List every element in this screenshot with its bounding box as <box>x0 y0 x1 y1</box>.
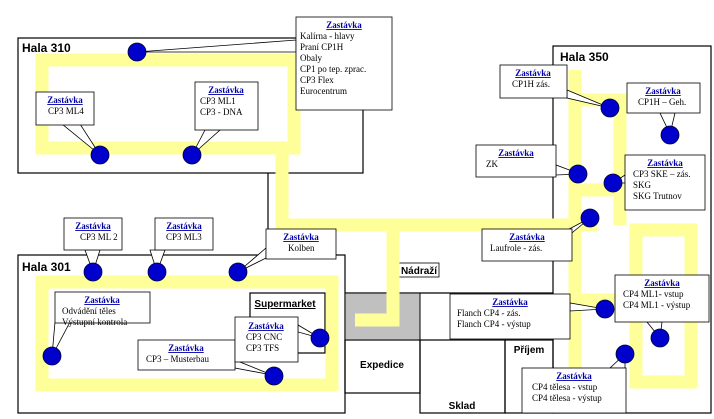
stop-15-line-1: CP4 ML1 - výstup <box>623 300 691 310</box>
route-connector-down <box>355 225 400 327</box>
stop-15-title: Zastávka <box>644 278 680 288</box>
stop-marker[interactable] <box>660 125 680 145</box>
callout-box-2 <box>194 81 259 131</box>
stop-6-line-0: CP3 SKE – zás. <box>633 169 691 179</box>
stop-10-title: Zastávka <box>509 232 545 242</box>
stop-5-line-0: ZK <box>486 159 498 169</box>
stop-marker[interactable] <box>595 299 615 319</box>
callout-box-11 <box>54 291 151 324</box>
stop-2-line-1: CP3 - DNA <box>200 107 243 117</box>
stop-marker[interactable] <box>650 328 670 348</box>
stop-marker[interactable] <box>310 328 330 348</box>
callout-box-15 <box>614 274 710 323</box>
stop-12-title: Zastávka <box>168 343 204 353</box>
stop-16-line-0: CP4 tělesa - vstup <box>532 382 598 392</box>
callout-box-10 <box>481 228 573 262</box>
stop-marker[interactable] <box>182 145 202 165</box>
stop-13-line-1: CP3 TFS <box>246 343 279 353</box>
callout-box-6 <box>624 154 706 211</box>
stop-15-line-0: CP4 ML1- vstup <box>623 289 684 299</box>
stop-markers <box>42 42 680 386</box>
callout-pointers <box>51 39 676 376</box>
callout-box-4 <box>626 82 701 114</box>
callout-box-0 <box>295 16 393 111</box>
stop-6-title: Zastávka <box>647 158 683 168</box>
stop-marker[interactable] <box>228 262 248 282</box>
hall-310-title: Hala 310 <box>22 41 71 55</box>
stop-0-line-3: CP1 po tep. zprac. <box>300 64 366 74</box>
callout-box-1 <box>35 91 95 126</box>
stop-marker[interactable] <box>42 346 62 366</box>
stop-13-line-0: CP3 CNC <box>246 332 282 342</box>
callout-box-14 <box>449 293 571 340</box>
stop-marker[interactable] <box>147 262 167 282</box>
callout-box-3 <box>499 64 568 99</box>
stop-11-line-0: Odvádění těles <box>62 306 116 316</box>
stop-marker[interactable] <box>580 208 600 228</box>
callout-box-13 <box>234 316 299 363</box>
nadrazi-label: Nádraží <box>401 266 438 277</box>
callout-box-12 <box>137 339 236 371</box>
callout-box-16 <box>521 367 627 414</box>
stop-9-title: Zastávka <box>283 232 319 242</box>
route-connector-main <box>275 148 597 232</box>
stop-8-line-0: CP3 ML3 <box>166 232 202 242</box>
stop-4-line-0: CP1H – Geh. <box>638 97 686 107</box>
stop-marker[interactable] <box>603 173 623 193</box>
callout-boxes <box>35 16 710 414</box>
stop-0-title: Zastávka <box>326 20 362 30</box>
stop-12-line-0: CP3 – Musterbau <box>146 354 210 364</box>
stop-marker[interactable] <box>127 42 147 62</box>
stop-3-title: Zastávka <box>515 68 551 78</box>
stop-marker[interactable] <box>600 98 620 118</box>
stop-16-title: Zastávka <box>556 371 592 381</box>
stop-2-title: Zastávka <box>208 85 244 95</box>
stop-6-line-1: SKG <box>633 180 652 190</box>
stop-11-title: Zastávka <box>84 295 120 305</box>
stop-11-line-1: Výstupní kontrola <box>62 317 127 327</box>
prijem-label: Příjem <box>514 345 545 356</box>
stop-9-line-0: Kolben <box>288 243 315 253</box>
stop-marker[interactable] <box>90 145 110 165</box>
stop-1-line-0: CP3 ML4 <box>48 106 84 116</box>
stop-5-title: Zastávka <box>498 148 534 158</box>
stop-marker[interactable] <box>83 262 103 282</box>
stop-0-line-0: Kalírna - hlavy <box>300 31 355 41</box>
stop-14-line-1: Flanch CP4 - výstup <box>457 319 531 329</box>
callout-box-5 <box>475 144 557 178</box>
stop-0-line-5: Eurocentrum <box>300 86 347 96</box>
hall-350-title: Hala 350 <box>560 50 609 64</box>
stop-0-line-2: Obaly <box>300 53 322 63</box>
stop-0-line-1: Praní CP1H <box>300 42 344 52</box>
stop-8-title: Zastávka <box>166 221 202 231</box>
stop-1-title: Zastávka <box>47 95 83 105</box>
stop-16-line-1: CP4 tělesa - výstup <box>532 393 602 403</box>
stop-marker[interactable] <box>568 164 588 184</box>
stop-7-line-0: CP3 ML 2 <box>80 232 118 242</box>
stop-7-title: Zastávka <box>75 221 111 231</box>
stop-13-title: Zastávka <box>248 321 284 331</box>
stop-marker[interactable] <box>264 366 284 386</box>
callout-box-8 <box>154 217 214 251</box>
stop-2-line-0: CP3 ML1 <box>200 96 236 106</box>
callout-box-9 <box>265 228 337 260</box>
supermarket-label: Supermarket <box>254 299 316 310</box>
stop-3-line-0: CP1H zás. <box>512 79 550 89</box>
stop-10-line-0: Laufrole - zás. <box>490 243 542 253</box>
expedice-label: Expedice <box>360 360 404 371</box>
sklad-label: Sklad <box>449 401 476 412</box>
stop-4-title: Zastávka <box>645 86 681 96</box>
stop-14-title: Zastávka <box>492 297 528 307</box>
stop-0-line-4: CP3 Flex <box>300 75 334 85</box>
pointer-stop-0 <box>136 39 297 53</box>
route-hall-301-loop <box>35 275 339 392</box>
route-hall-350-upper <box>575 93 627 225</box>
stop-6-line-2: SKG Trutnov <box>633 191 682 201</box>
callout-box-7 <box>63 217 123 251</box>
stop-marker[interactable] <box>615 344 635 364</box>
hall-301-title: Hala 301 <box>22 260 71 274</box>
stop-14-line-0: Flanch CP4 - zás. <box>457 308 521 318</box>
